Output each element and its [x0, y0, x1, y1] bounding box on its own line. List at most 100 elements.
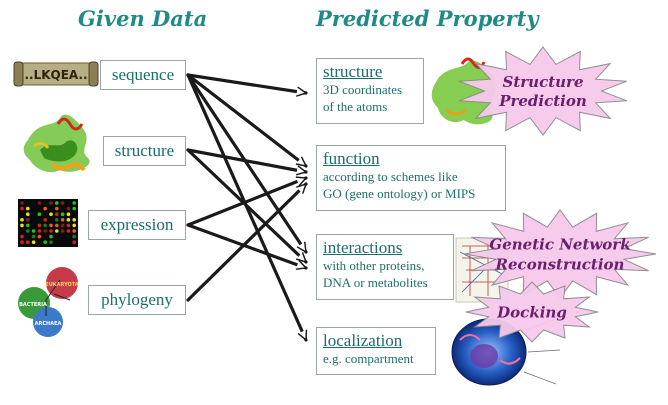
predicted-function-title: function: [323, 149, 380, 168]
microarray-spot: [60, 201, 65, 205]
microarray-spot: [60, 229, 65, 233]
microarray-spot: [72, 229, 76, 233]
microarray-spot: [31, 229, 36, 233]
predicted-localization-desc-1: e.g. compartment: [323, 351, 414, 366]
given-expression-box: expression: [88, 210, 186, 240]
microarray-spot: [66, 212, 71, 216]
predicted-interactions-title: interactions: [323, 238, 403, 257]
microarray-spot: [43, 218, 47, 222]
arrow-sequence-to-function: [186, 73, 308, 168]
microarray-spot: [60, 223, 65, 228]
given-phylogeny-label: phylogeny: [101, 290, 173, 309]
microarray-spot: [20, 223, 24, 228]
microarray-spot: [37, 201, 42, 205]
predicted-function-box: function according to schemes like GO (g…: [316, 145, 506, 211]
microarray-spot: [60, 212, 65, 216]
microarray-spot: [49, 229, 53, 233]
predicted-interactions-box: interactions with other proteins, DNA or…: [316, 234, 454, 300]
microarray-spot: [72, 234, 76, 239]
predicted-localization-title: localization: [323, 331, 403, 350]
structure-prediction-label: Prediction: [498, 92, 587, 110]
sequence-scroll-image: ..LKQEA..: [13, 61, 99, 87]
microarray-spot: [72, 206, 76, 211]
expression-microarray-image: [18, 199, 78, 247]
given-structure-box: structure: [103, 136, 186, 166]
microarray-spot: [20, 218, 24, 222]
phylogeny-image: EUKARYOTA BACTERIA ARCHAEA: [18, 267, 79, 337]
microarray-spot: [43, 240, 47, 244]
microarray-spot: [43, 223, 47, 228]
predicted-localization-box: localization e.g. compartment: [316, 327, 436, 375]
microarray-spot: [72, 218, 76, 222]
predicted-structure-desc-2: of the atoms: [323, 99, 388, 114]
microarray-spot: [31, 240, 36, 244]
given-sequence-box: sequence: [100, 60, 186, 90]
microarray-spot: [20, 201, 24, 205]
genetic-network-reconstruction-label: Genetic Network: [489, 235, 630, 253]
arrow-phylogeny-to-function: [186, 182, 308, 302]
microarray-spot: [49, 201, 53, 205]
microarray-spot: [72, 240, 76, 244]
microarray-spot: [26, 218, 30, 222]
microarray-spot: [43, 206, 47, 211]
microarray-spot: [66, 229, 71, 233]
given-sequence-label: sequence: [111, 65, 175, 84]
microarray-spot: [66, 223, 71, 228]
microarray-spot: [72, 201, 76, 205]
microarray-spot: [26, 212, 30, 216]
microarray-spot: [26, 206, 30, 211]
given-structure-label: structure: [114, 141, 175, 160]
microarray-spot: [26, 229, 30, 233]
arrow-expression-to-function: [186, 176, 308, 227]
predicted-interactions-desc-2: DNA or metabolites: [323, 275, 428, 290]
docking-burst: [465, 281, 599, 343]
svg-text:EUKARYOTA: EUKARYOTA: [45, 282, 79, 288]
microarray-spot: [37, 212, 42, 216]
microarray-spot: [60, 218, 65, 222]
structure-prediction-label: Structure: [503, 73, 584, 91]
predicted-structure-desc-1: 3D coordinates: [323, 82, 403, 97]
arrows-group: [186, 73, 308, 342]
microarray-spot: [37, 229, 42, 233]
microarray-spot: [55, 206, 59, 211]
microarray-spot: [37, 234, 42, 239]
microarray-spot: [49, 240, 53, 244]
microarray-spot: [20, 240, 24, 244]
arrow-sequence-to-interactions: [186, 73, 308, 254]
svg-text:BACTERIA: BACTERIA: [19, 302, 47, 308]
predicted-property-header: Predicted Property: [316, 6, 539, 31]
microarray-spot: [55, 201, 59, 205]
given-expression-label: expression: [100, 215, 174, 234]
microarray-spot: [37, 223, 42, 228]
predicted-structure-box: structure 3D coordinates of the atoms: [316, 58, 424, 124]
given-data-header: Given Data: [78, 6, 208, 31]
arrow-structure-to-interactions: [186, 148, 308, 264]
genetic-network-reconstruction-label: Reconstruction: [495, 255, 625, 273]
microarray-spot: [55, 218, 59, 222]
microarray-spot: [26, 223, 30, 228]
sequence-tag-text: ..LKQEA..: [24, 68, 87, 82]
given-phylogeny-box: phylogeny: [88, 285, 186, 315]
predicted-function-desc-1: according to schemes like: [323, 169, 458, 184]
microarray-spot: [55, 223, 59, 228]
predicted-structure-title: structure: [323, 62, 383, 81]
microarray-spot: [55, 229, 59, 233]
microarray-spot: [20, 234, 24, 239]
arrow-expression-to-interactions: [186, 223, 308, 268]
microarray-spot: [49, 234, 53, 239]
genetic-network-reconstruction-burst: [463, 209, 657, 299]
microarray-spot: [26, 240, 30, 244]
microarray-spot: [49, 223, 53, 228]
microarray-spot: [20, 206, 24, 211]
structure-prediction-burst: [459, 46, 627, 136]
protein-structure-image: [23, 114, 90, 173]
arrow-sequence-to-structure: [186, 73, 306, 93]
docking-label: Docking: [496, 303, 567, 321]
microarray-spot: [43, 229, 47, 233]
microarray-spot: [55, 212, 59, 216]
arrow-structure-to-function: [186, 148, 306, 172]
microarray-spot: [31, 234, 36, 239]
